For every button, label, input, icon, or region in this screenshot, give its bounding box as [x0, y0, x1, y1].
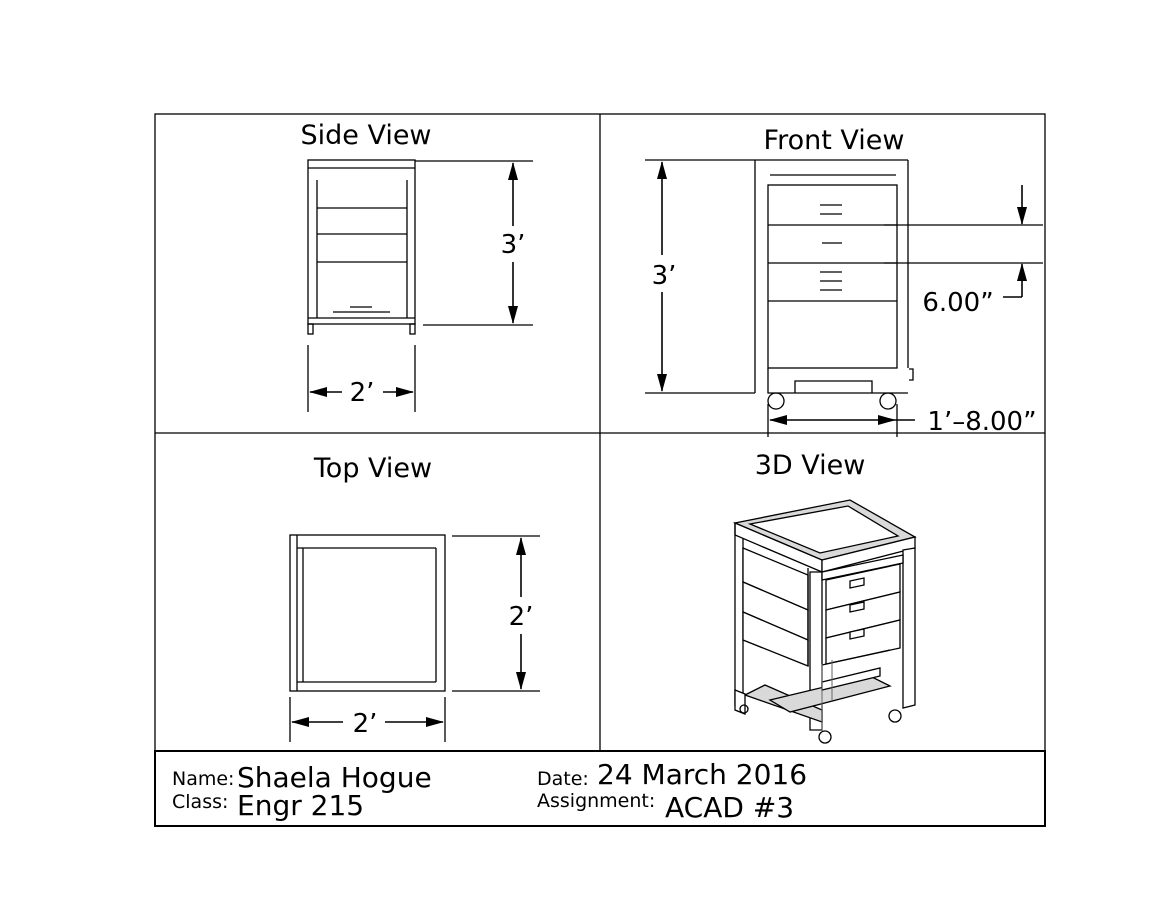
front-drawer-dimension: 6.00”: [884, 185, 1043, 318]
top-view: Top View 2’ 2’: [289, 453, 540, 742]
top-depth-dimension: 2’: [452, 535, 540, 692]
front-view-title: Front View: [764, 125, 905, 156]
sheet-border: [154, 113, 1046, 827]
iso-cart-illustration: [732, 499, 917, 744]
front-width-dimension: 1’–8.00”: [767, 404, 1037, 437]
side-width-label: 2’: [350, 378, 375, 408]
name-value: Shaela Hogue: [237, 761, 432, 794]
front-height-label: 3’: [652, 261, 677, 291]
date-label: Date:: [537, 768, 589, 790]
assignment-value: ACAD #3: [665, 791, 794, 824]
date-value: 24 March 2016: [597, 758, 807, 791]
side-height-dimension: 3’: [415, 160, 533, 326]
class-value: Engr 215: [237, 789, 364, 822]
top-view-title: Top View: [313, 453, 432, 484]
class-label: Class:: [172, 791, 228, 813]
top-view-cabinet: [289, 534, 446, 692]
side-view-cabinet: [307, 159, 416, 335]
iso-view: 3D View: [732, 450, 917, 744]
front-width-label: 1’–8.00”: [927, 407, 1036, 437]
title-block: Name: Shaela Hogue Class: Engr 215 Date:…: [172, 758, 807, 824]
front-drawer-label: 6.00”: [922, 288, 993, 318]
iso-view-title: 3D View: [755, 450, 866, 481]
front-height-dimension: 3’: [645, 159, 755, 394]
side-width-dimension: 2’: [307, 345, 416, 412]
top-width-dimension: 2’: [289, 697, 446, 742]
name-label: Name:: [172, 768, 234, 790]
side-view: Side View 3’: [300, 120, 533, 412]
assignment-label: Assignment:: [537, 790, 655, 812]
front-view: Front View: [645, 125, 1043, 437]
side-height-label: 3’: [501, 230, 526, 260]
side-view-title: Side View: [300, 120, 431, 151]
top-depth-label: 2’: [509, 602, 534, 632]
front-view-cabinet: [754, 159, 914, 410]
top-width-label: 2’: [353, 709, 378, 739]
